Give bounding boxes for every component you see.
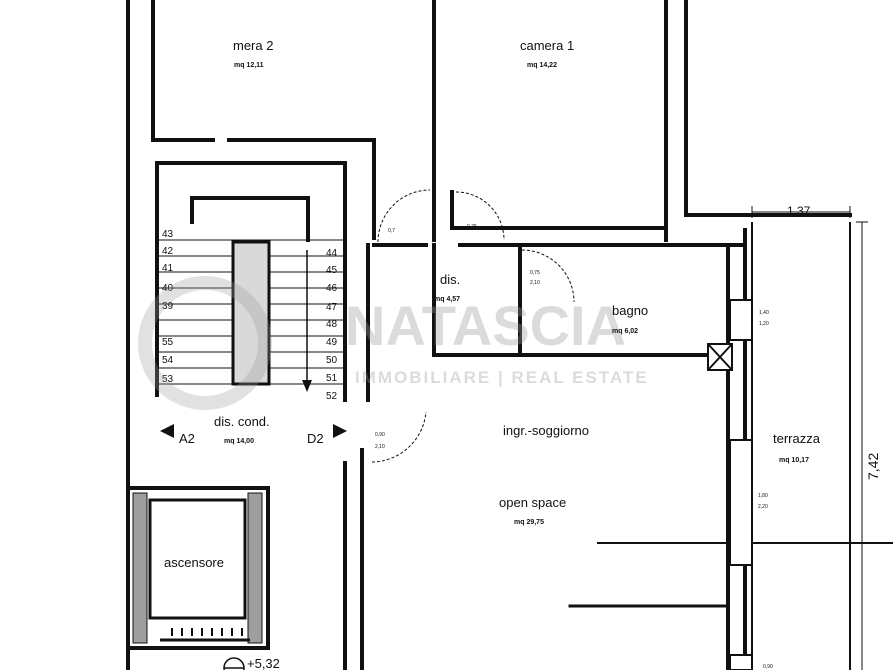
room-area-open-space: mq 29,75 xyxy=(514,519,544,526)
stair-step: 39 xyxy=(162,301,174,312)
stair-arrow-head xyxy=(302,380,312,392)
stair-step: 47 xyxy=(326,302,338,313)
watermark-tagline: IMMOBILIARE | REAL ESTATE xyxy=(355,368,649,387)
room-name-dis-cond: dis. cond. xyxy=(214,414,270,429)
room-area-camera1: mq 14,22 xyxy=(527,62,557,69)
stair-step: 52 xyxy=(326,391,338,402)
stair-step: 45 xyxy=(326,265,338,276)
stair-step: 54 xyxy=(162,355,174,366)
room-area-dis-cond: mq 14,00 xyxy=(224,438,254,445)
room-name-ascensore: ascensore xyxy=(164,555,224,570)
elevation-marker xyxy=(223,657,245,670)
door-label-a2: A2 xyxy=(179,431,195,446)
room-name-dis: dis. xyxy=(440,272,460,287)
stair-step: 46 xyxy=(326,283,338,294)
windows xyxy=(729,299,753,670)
room-name-terrazza: terrazza xyxy=(773,431,821,446)
entry-arrow-a2 xyxy=(160,424,174,438)
opening-label: 0,90 xyxy=(375,432,385,438)
vent-shaft-cross xyxy=(707,343,733,371)
elevator-shaft xyxy=(126,486,270,650)
stair-step: 50 xyxy=(326,355,338,366)
stair-step: 51 xyxy=(326,373,338,384)
room-name-ingresso: ingr.-soggiorno xyxy=(503,423,589,438)
opening-label: 2,20 xyxy=(758,504,768,510)
opening-label: 0,90 xyxy=(763,664,773,670)
stair-well xyxy=(231,240,271,386)
stair-step: 53 xyxy=(162,374,174,385)
dimension-terrace-width: 1,37 xyxy=(787,204,811,218)
stair-step: 48 xyxy=(326,319,338,330)
watermark: NATASCIA IMMOBILIARE | REAL ESTATE xyxy=(138,276,649,410)
opening-label: 2,10 xyxy=(375,444,385,450)
opening-label: 0,75 xyxy=(467,224,477,230)
watermark-logo xyxy=(138,276,272,410)
room-name-camera2: mera 2 xyxy=(233,38,273,53)
opening-label: 0,75 xyxy=(530,270,540,276)
stair-numbers-right: 44 45 46 47 48 49 50 51 52 xyxy=(326,248,338,402)
stair-step: 49 xyxy=(326,337,338,348)
stair-step: 42 xyxy=(162,246,174,257)
opening-label: 1,40 xyxy=(759,310,769,316)
door-label-d2: D2 xyxy=(307,431,324,446)
stair-step: 55 xyxy=(162,337,174,348)
room-area-bagno: mq 6,02 xyxy=(612,328,638,335)
entry-arrow-d2 xyxy=(333,424,347,438)
stair-step: 44 xyxy=(326,248,338,259)
opening-label: 1,20 xyxy=(759,321,769,327)
room-name-bagno: bagno xyxy=(612,303,648,318)
elevation-label: +5,32 xyxy=(247,656,280,670)
stair-step: 43 xyxy=(162,229,174,240)
dimension-lines xyxy=(751,206,868,670)
stair-step: 40 xyxy=(162,283,174,294)
room-area-terrazza: mq 10,17 xyxy=(779,457,809,464)
watermark-brand: NATASCIA xyxy=(345,294,626,357)
room-area-camera2: mq 12,11 xyxy=(234,62,264,69)
terrace-outline xyxy=(751,222,851,670)
opening-label: 1,80 xyxy=(758,493,768,499)
opening-label: 0,7 xyxy=(388,228,395,234)
room-name-camera1: camera 1 xyxy=(520,38,574,53)
opening-label: 2,10 xyxy=(530,280,540,286)
room-name-open-space: open space xyxy=(499,495,566,510)
stair-numbers-left: 43 42 41 40 39 55 54 53 xyxy=(162,229,174,385)
door-swings xyxy=(371,189,575,463)
room-area-dis: mq 4,57 xyxy=(434,296,460,303)
stair-step: 41 xyxy=(162,263,174,274)
dimension-terrace-length: 7,42 xyxy=(865,453,881,480)
